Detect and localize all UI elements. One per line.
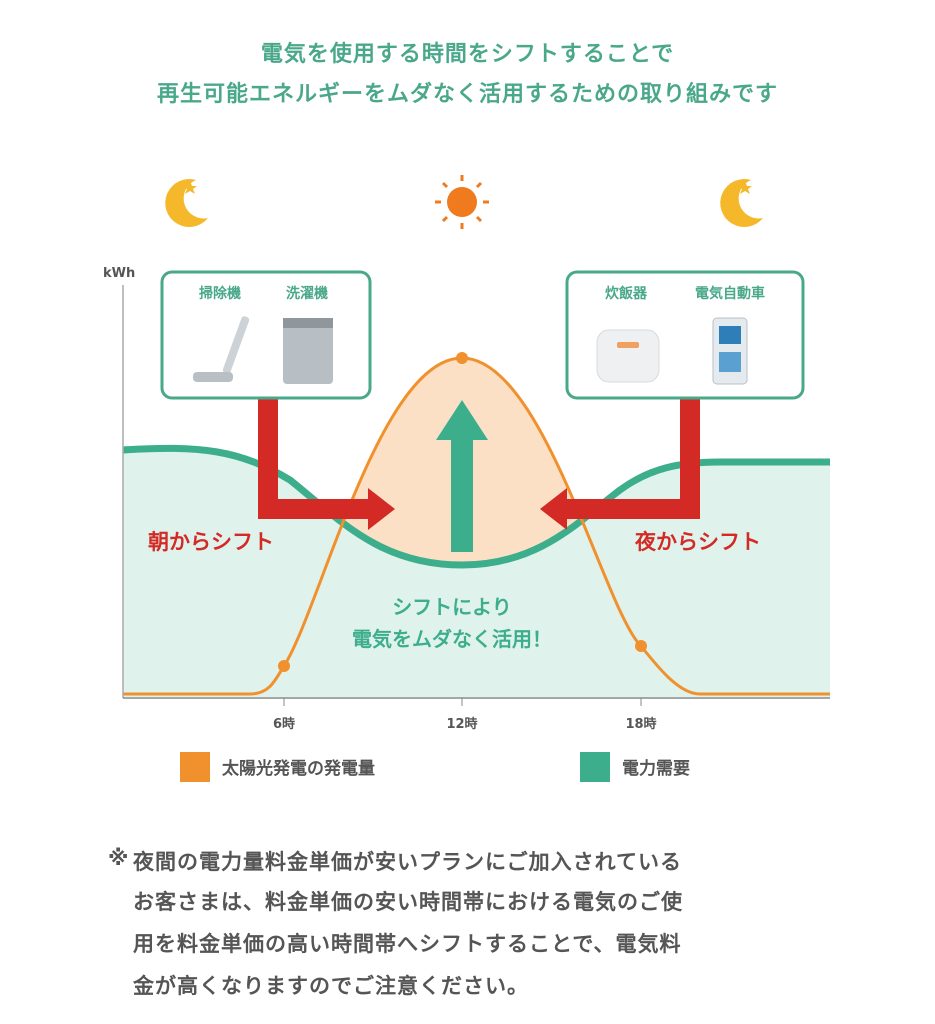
solar-point-12 [456, 352, 468, 364]
x-tick-12: 12時 [446, 716, 477, 732]
appliance-vacuum-label: 掃除機 [199, 285, 241, 302]
night-shift-label: 夜からシフト [634, 530, 761, 554]
legend-solar-label: 太陽光発電の発電量 [222, 758, 375, 779]
note-line-1: 夜間の電力量料金単価が安いプランにご加入されている [133, 850, 682, 874]
solar-point-18 [635, 640, 647, 652]
legend-demand-swatch [580, 752, 610, 782]
y-axis-label: kWh [103, 266, 135, 281]
appliance-rice-cooker-label: 炊飯器 [605, 285, 648, 302]
appliance-washer-label: 洗濯機 [286, 285, 328, 302]
appliance-ev-label: 電気自動車 [695, 285, 765, 302]
moon-icon [720, 179, 763, 228]
note-line-3: 用を料金単価の高い時間帯へシフトすることで、電気料 [133, 932, 682, 956]
solar-point-6 [278, 660, 290, 672]
vacuum-icon [193, 316, 250, 382]
morning-shift-label: 朝からシフト [148, 530, 274, 554]
demand-curve [122, 444, 830, 569]
up-arrow-icon [436, 400, 488, 552]
right-shift-arrow [540, 398, 700, 530]
title-line-2: 再生可能エネルギーをムダなく活用するための取り組みです [156, 82, 778, 107]
rice-cooker-icon [596, 329, 660, 383]
moon-icon [165, 179, 208, 228]
title-line-1: 電気を使用する時間をシフトすることで [260, 42, 675, 67]
solar-area [123, 358, 830, 697]
note-line-2: お客さまは、料金単価の安い時間帯における電気のご使 [133, 890, 683, 914]
x-tick-18: 18時 [625, 716, 656, 732]
center-label-line-2: 電気をムダなく活用！ [352, 627, 552, 651]
x-tick-6: 6時 [273, 716, 295, 732]
note-line-4: 金が高くなりますのでご注意ください。 [133, 974, 529, 998]
legend-demand-label: 電力需要 [622, 758, 690, 779]
washing-machine-icon [283, 318, 333, 384]
sun-icon [435, 175, 489, 229]
center-label-line-1: シフトにより [392, 595, 512, 619]
legend-solar-swatch [180, 752, 210, 782]
ev-charger-icon [712, 317, 748, 385]
left-shift-arrow [258, 398, 395, 530]
note-mark: ※ [108, 846, 130, 870]
